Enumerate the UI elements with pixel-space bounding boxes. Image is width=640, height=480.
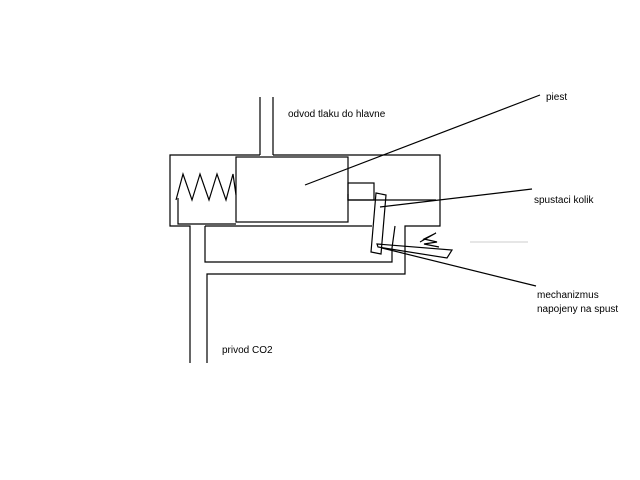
piston-label: piest <box>546 92 568 103</box>
leader-trigger-pin <box>379 188 533 208</box>
piston-rod <box>347 182 375 201</box>
mechanism-label-line1: mechanizmus <box>537 290 599 301</box>
housing-outer <box>169 154 260 363</box>
lower-channel <box>204 225 396 263</box>
chamber-inner <box>177 198 236 225</box>
leader-mechanism <box>381 247 537 287</box>
trigger-lever <box>376 243 454 259</box>
leader-piston <box>304 94 541 186</box>
piston <box>235 156 349 223</box>
outlet-label: odvod tlaku do hlavne <box>288 109 386 120</box>
housing-outer-right <box>206 154 441 363</box>
co2-inlet-label: privod CO2 <box>222 345 273 356</box>
right-spring <box>419 232 440 248</box>
trigger-pin <box>370 192 387 255</box>
mechanism-label-line2: napojeny na spust <box>537 304 619 315</box>
left-spring <box>175 171 237 203</box>
mechanism-label: mechanizmus napojeny na spust <box>537 289 618 317</box>
chamber-inner-2 <box>347 194 436 201</box>
outlet-pipe <box>259 97 274 155</box>
trigger-pin-label: spustaci kolik <box>534 195 594 206</box>
